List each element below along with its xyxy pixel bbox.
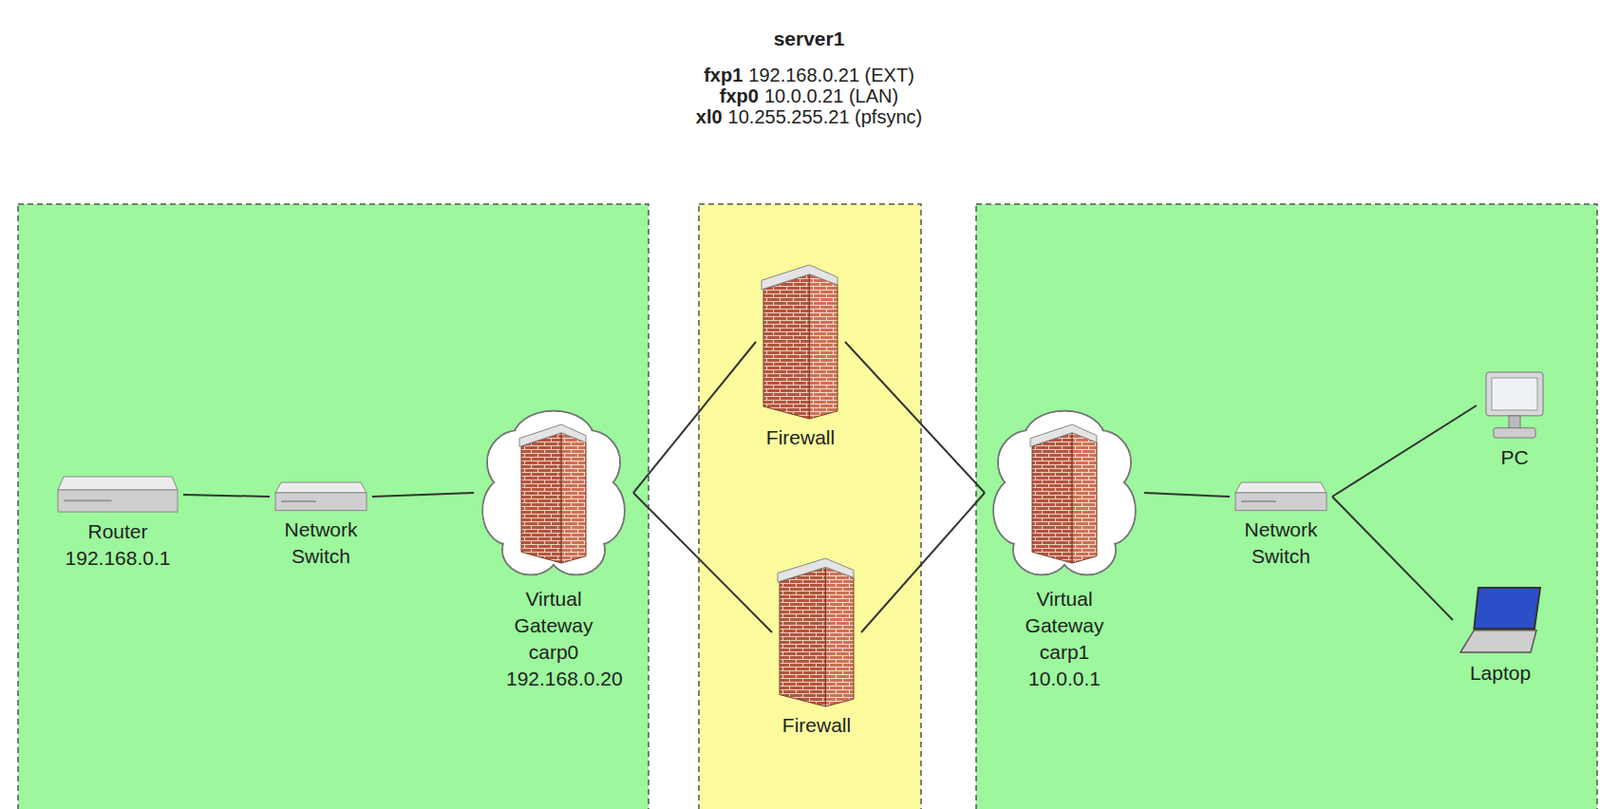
node-label: Laptop (1452, 659, 1548, 687)
wall-front (1032, 432, 1073, 564)
network-link (1332, 405, 1477, 497)
wall-side (561, 432, 586, 564)
network-link (633, 492, 772, 633)
network-link (372, 492, 474, 497)
cloud-shape (482, 411, 625, 576)
network-link (1144, 492, 1230, 497)
pc-icon (1480, 370, 1549, 441)
title: server1 (429, 24, 1189, 54)
network-link (183, 494, 270, 497)
cloud-shape (993, 411, 1136, 576)
device-top (275, 482, 367, 493)
switch-icon (1233, 480, 1329, 513)
node-label: Router (52, 518, 184, 546)
node-label: Virtual Gateway carp1 (1016, 585, 1112, 666)
ext-region (18, 204, 649, 809)
monitor-base (1493, 428, 1536, 438)
wall-cap (761, 264, 838, 290)
wall-front (521, 432, 562, 564)
interface-name: fxp0 (719, 85, 759, 107)
network-link (633, 341, 756, 493)
node-label: 192.168.0.20 (506, 665, 602, 693)
node-label: PC (1476, 444, 1553, 471)
interface-row: fxp1192.168.0.21 (EXT) (429, 64, 1189, 86)
cloud-icon (477, 403, 630, 583)
monitor (1486, 372, 1544, 416)
wall-front (779, 566, 826, 707)
switch-icon (273, 480, 369, 513)
firewall-region (698, 204, 922, 809)
wall-side (809, 274, 838, 419)
device-front (275, 492, 367, 511)
node-label: 10.0.0.1 (1016, 665, 1112, 693)
network-link (861, 492, 985, 633)
device-detail (1241, 500, 1277, 503)
switch-node: Network Switch (269, 480, 373, 570)
router-node: Router192.168.0.1 (52, 474, 184, 572)
network-link (845, 341, 985, 493)
monitor-stand (1508, 415, 1521, 429)
interface-address: 192.168.0.21 (EXT) (748, 64, 915, 86)
switch-node: Network Switch (1229, 480, 1333, 570)
device-detail (63, 499, 113, 502)
wall-front (763, 274, 810, 419)
node-label: Network Switch (273, 516, 369, 570)
firewall-node: Firewall (771, 556, 862, 739)
interface-name: fxp1 (703, 64, 743, 86)
interface-address: 10.0.0.21 (LAN) (764, 85, 899, 107)
wall-side (825, 566, 854, 707)
router-icon (56, 474, 180, 515)
firewall-icon (759, 263, 842, 421)
wall-cap (519, 424, 586, 447)
laptop-base (1460, 630, 1537, 653)
interface-name: xl0 (696, 106, 723, 128)
node-label: Network Switch (1233, 516, 1329, 570)
firewall-node: Firewall (755, 263, 846, 452)
device-front (1235, 492, 1327, 511)
cloud-icon (988, 403, 1141, 583)
wall-cap (777, 558, 854, 583)
network-link (1332, 496, 1453, 621)
wall-cap (1030, 424, 1097, 447)
node-label: Virtual Gateway carp0 (506, 585, 602, 666)
interface-row: fxp010.0.0.21 (LAN) (429, 85, 1189, 107)
cloud-node: Virtual Gateway carp0192.168.0.20 (473, 403, 634, 693)
laptop-node: Laptop (1452, 583, 1548, 687)
interface-address: 10.255.255.21 (pfsync) (728, 106, 923, 128)
device-top (57, 476, 178, 490)
laptop-screen (1473, 587, 1541, 629)
node-label: Firewall (771, 712, 862, 739)
device-detail (281, 500, 317, 503)
lan-region (976, 204, 1598, 809)
device-top (1235, 482, 1327, 493)
pc-node: PC (1476, 370, 1553, 471)
device-front (57, 489, 178, 512)
firewall-icon (775, 556, 858, 709)
node-label: 192.168.0.1 (52, 545, 184, 572)
interface-row: xl010.255.255.21 (pfsync) (429, 106, 1189, 128)
node-label: Firewall (755, 424, 846, 452)
cloud-node: Virtual Gateway carp110.0.0.1 (984, 403, 1145, 693)
laptop-icon (1456, 583, 1544, 657)
wall-side (1072, 432, 1097, 564)
screen (1491, 377, 1538, 411)
server-header: server1 fxp1192.168.0.21 (EXT)fxp010.0.0.… (429, 24, 1189, 128)
